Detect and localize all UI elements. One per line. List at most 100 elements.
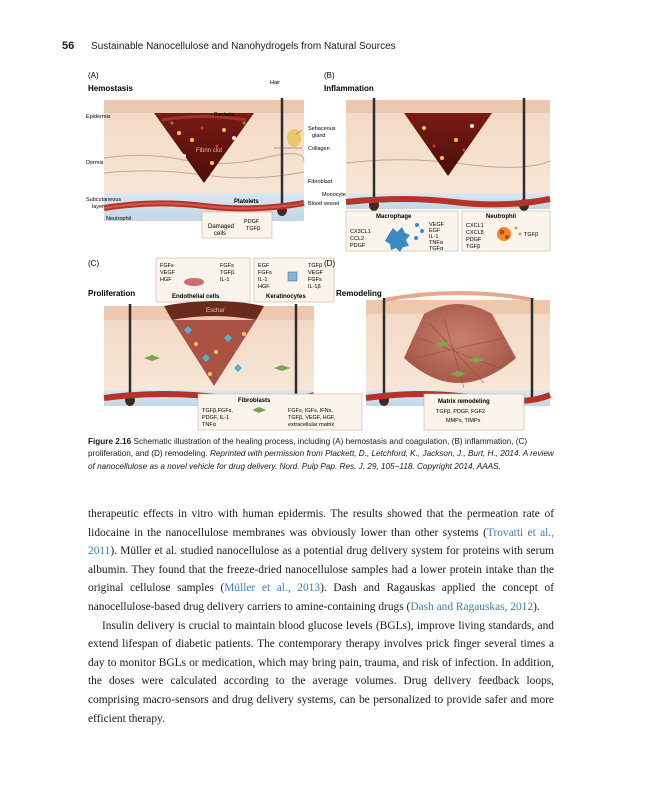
matrix-line1: TGFβ, PDGF, FGF2 (436, 409, 485, 415)
keratinocytes-box: EGF FGFs IL-1 HGF TGFβ VEGF FGFs IL-1β K… (253, 257, 335, 303)
endothelial-cell-icon (184, 278, 204, 286)
hair-label: Hair (270, 80, 280, 86)
caption-label: Figure 2.16 (88, 437, 132, 446)
keratinocytes-left-3: HGF (258, 284, 270, 290)
endothelial-right-2: IL-1 (220, 277, 229, 283)
remodeling-cells (434, 341, 484, 377)
keratinocytes-right-0: TGFβ (308, 263, 322, 269)
wound-b (404, 113, 492, 176)
subcutaneous-label: Subcutaneous (86, 197, 121, 203)
citation-dash[interactable]: Dash and Ragauskas, 2012 (410, 600, 534, 613)
epidermis-layer (104, 100, 304, 113)
tgfb-label-a: TGFβ (246, 226, 260, 232)
sebaceous-label: Sebaceous (308, 126, 336, 132)
wound-a (154, 113, 254, 183)
panel-c-letter: (C) (88, 259, 99, 268)
keratinocytes-title: Keratinocytes (266, 294, 306, 300)
healing-figure: (A) Hemostasis Fibrin clot Hair Epidermi… (86, 71, 552, 431)
macrophage-right-2: IL-1 (429, 234, 438, 240)
panel-a-letter: (A) (88, 71, 99, 80)
caption-credit: Reprinted with permission from Plackett,… (88, 449, 554, 471)
panel-b-letter: (B) (324, 71, 335, 80)
sebaceous-gland-a (287, 129, 301, 147)
matrix-scar (404, 304, 516, 383)
damaged-cells-box: Damaged cells PDGF TGFβ (201, 211, 273, 239)
macrophage-right-0: VEGF (429, 222, 445, 228)
fibroblasts-left-1: PDGF, IL-1 (202, 415, 229, 421)
proliferation-cells (144, 326, 290, 376)
keratinocytes-right-3: IL-1β (308, 284, 321, 290)
panel-c-title: Proliferation (88, 289, 135, 298)
macrophage-right-3: TNFα (429, 240, 444, 246)
keratinocytes-left-1: FGFs (258, 270, 272, 276)
pdgf-label-a: PDGF (244, 219, 260, 225)
citation-muller[interactable]: Müller et al., 2013 (224, 582, 321, 595)
damaged-cells-label: Damaged (208, 224, 234, 230)
fibroblasts-box: Fibroblasts TGFβ,FGFs, PDGF, IL-1 TNFα F… (197, 393, 363, 431)
wound-c (172, 320, 256, 386)
matrix-title: Matrix remodeling (438, 399, 490, 405)
epidermis-label: Epidermis (86, 114, 111, 120)
fibroblasts-right-1: TGFβ, VEGF, HGF, (288, 415, 336, 421)
fibrin-clot-label: Fibrin clot (196, 148, 222, 154)
monocyte-label: Monocyte (322, 192, 346, 198)
subcutaneous-label-2: layer (92, 204, 104, 210)
panel-d: (D) Remodeling Matrix remodeling TGFβ, P… (324, 259, 552, 431)
keratinocytes-right-2: FGFs (308, 277, 322, 283)
neutrophil-left-3: TGFβ (466, 244, 480, 250)
macrophage-left-1: CCL2 (350, 236, 364, 242)
eschar-label: Eschar (206, 308, 225, 314)
keratinocyte-cell-icon (287, 271, 298, 282)
collagen-label: Collagen (308, 146, 330, 152)
endothelial-right-0: FGFs (220, 263, 234, 269)
platelets-label: Platelets (234, 199, 259, 205)
figure-caption: Figure 2.16 Schematic illustration of th… (88, 436, 558, 473)
paragraph-2: Insulin delivery is crucial to maintain … (88, 619, 554, 725)
neutrophil-left-0: CXCL1 (466, 223, 484, 229)
macrophage-left-0: CX3CL1 (350, 229, 371, 235)
page-header: 56 Sustainable Nanocellulose and Nanohyd… (62, 40, 396, 52)
blood-vessel-b (345, 196, 551, 208)
macrophage-title: Macrophage (376, 214, 412, 220)
macrophage-left-2: PDGF (350, 243, 366, 249)
citation-trovatti[interactable]: Trovatti et al., 2011 (88, 526, 555, 558)
endothelial-left-0: FGFs (160, 263, 174, 269)
macrophage-right-1: EGF (429, 228, 441, 234)
platelet-dots-a (170, 121, 246, 165)
fibroblasts-right-0: FGFs, IGFs, IFNs, (288, 408, 333, 414)
fibroblasts-left-0: TGFβ,FGFs, (202, 408, 233, 414)
caption-text: Schematic illustration of the healing pr… (88, 437, 528, 459)
panel-a: (A) Hemostasis Fibrin clot Hair Epidermi… (86, 71, 346, 239)
keratinocytes-left-2: IL-1 (258, 277, 267, 283)
damaged-cells-label-2: cells (214, 231, 226, 237)
macrophage-right-4: TGFα (429, 246, 444, 252)
page-number: 56 (62, 40, 75, 52)
keratinocytes-left-0: EGF (258, 263, 270, 269)
neutrophil-right: TGFβ (524, 232, 538, 238)
panel-b: (B) Inflammation Macrophage CX3CL1 CCL2 … (324, 71, 551, 252)
panel-d-letter: (D) (324, 259, 335, 268)
endothelial-title: Endothelial cells (172, 294, 220, 300)
p1-text-c: ). Dash and Ragauskas applied the concep… (88, 582, 555, 613)
blood-vessel-label: Blood vessel (308, 201, 339, 207)
macrophage-box: Macrophage CX3CL1 CCL2 PDGF VEGF EGF IL-… (345, 210, 459, 252)
macrophage-cell-icon (385, 227, 410, 252)
inflammation-cells (422, 124, 474, 160)
neutrophil-label-a: Neutrophil (106, 216, 131, 222)
keratinocytes-right-1: VEGF (308, 270, 324, 276)
p1-text-a: therapeutic effects in vitro with human … (88, 508, 554, 539)
matrix-line2: MMPs, TIMPs (446, 418, 481, 424)
body-text: therapeutic effects in vitro with human … (88, 505, 554, 728)
p1-text-d: ). (533, 600, 540, 613)
endothelial-left-1: VEGF (160, 270, 176, 276)
endothelial-left-2: HGF (160, 277, 172, 283)
fibroblast-cell-icon (252, 407, 266, 413)
fibroblast-label: Fibroblast (308, 179, 333, 185)
dermis-label: Dermis (86, 160, 104, 166)
matrix-remodeling-box: Matrix remodeling TGFβ, PDGF, FGF2 MMPs,… (423, 393, 525, 431)
neutrophil-box: Neutrophil CXCL1 CXCL8 PDGF TGFβ TGFβ (461, 210, 551, 252)
matrix-fibers (413, 317, 505, 389)
running-title: Sustainable Nanocellulose and Nanohydrog… (91, 41, 396, 52)
panel-d-title: Remodeling (336, 289, 382, 298)
eschar-scab (164, 301, 264, 320)
